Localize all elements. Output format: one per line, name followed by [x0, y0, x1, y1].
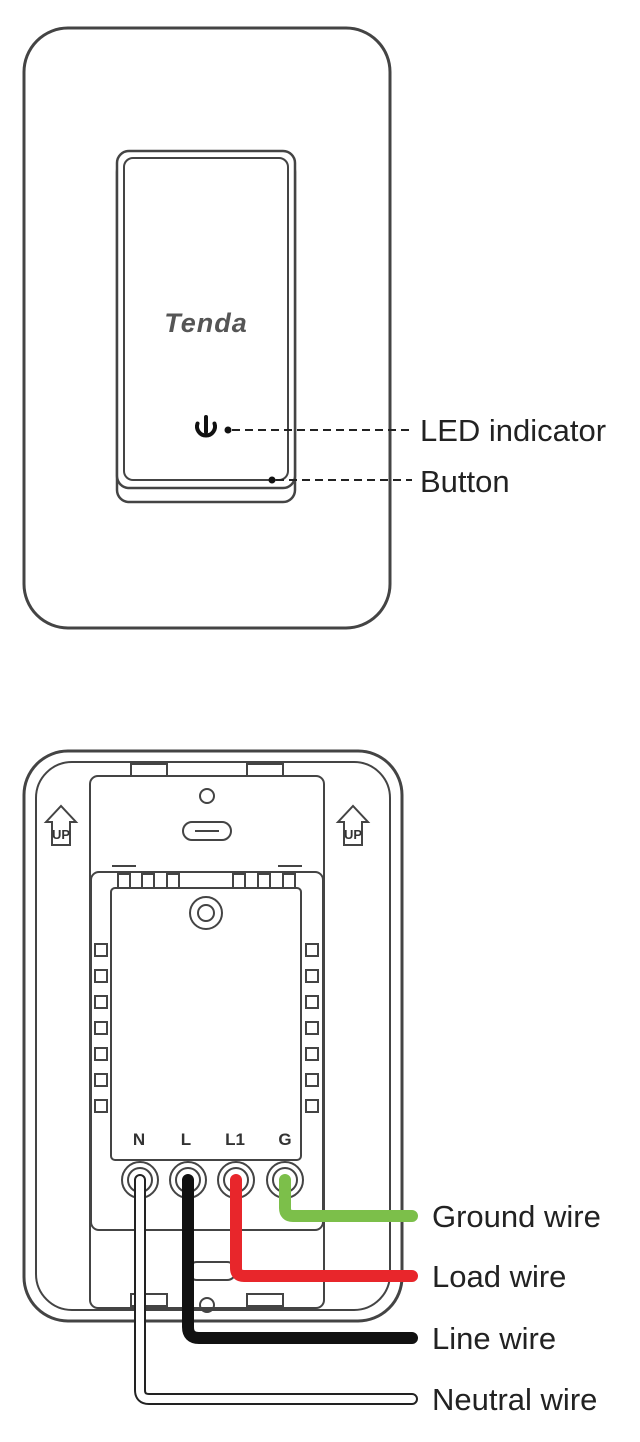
ground-wire-label: Ground wire — [432, 1199, 601, 1234]
bottom-slot — [187, 1261, 237, 1281]
terminal-screws — [121, 1161, 304, 1199]
top-clip-left — [130, 763, 168, 777]
bottom-clip-right — [246, 1293, 284, 1307]
led-indicator-leader — [224, 426, 412, 434]
line-wire-label: Line wire — [432, 1321, 557, 1356]
line-wire — [182, 1174, 418, 1344]
led-indicator-label: LED indicator — [420, 413, 607, 448]
ground-wire — [279, 1174, 418, 1222]
front-view: Tenda — [22, 26, 412, 630]
button-label: Button — [420, 464, 510, 499]
up-arrow-right: UP — [335, 804, 371, 846]
rocker-panel-outer — [115, 149, 297, 490]
load-wire — [230, 1174, 418, 1282]
terminal-label-l1: L1 — [225, 1130, 245, 1149]
terminal-label-l: L — [181, 1130, 191, 1149]
module-housing — [90, 871, 324, 1231]
svg-text:UP: UP — [52, 827, 70, 842]
top-screw-hole — [199, 788, 215, 804]
up-arrow-left: UP — [43, 804, 79, 846]
top-slot — [182, 821, 232, 841]
back-view: UP UP — [22, 749, 418, 1405]
terminal-label-g: G — [278, 1130, 291, 1149]
button-leader — [268, 476, 412, 484]
neutral-wire — [134, 1174, 418, 1405]
rocker-panel-inner — [123, 157, 289, 481]
terminal-label-n: N — [133, 1130, 145, 1149]
vent-tabs-left — [94, 943, 108, 1113]
front-faceplate — [22, 26, 392, 630]
top-clip-right — [246, 763, 284, 777]
vent-tabs-top — [117, 873, 296, 889]
svg-text:UP: UP — [344, 827, 362, 842]
vent-tabs-right — [305, 943, 319, 1113]
load-wire-label: Load wire — [432, 1259, 567, 1294]
brand-logo: Tenda — [164, 308, 248, 338]
bottom-screw-hole — [199, 1297, 215, 1313]
module-screw — [189, 896, 223, 930]
module-face — [110, 887, 302, 1161]
mounting-plate — [89, 775, 325, 1309]
neutral-wire-label: Neutral wire — [432, 1382, 598, 1417]
power-icon — [195, 415, 217, 438]
back-frame-outer — [22, 749, 404, 1323]
